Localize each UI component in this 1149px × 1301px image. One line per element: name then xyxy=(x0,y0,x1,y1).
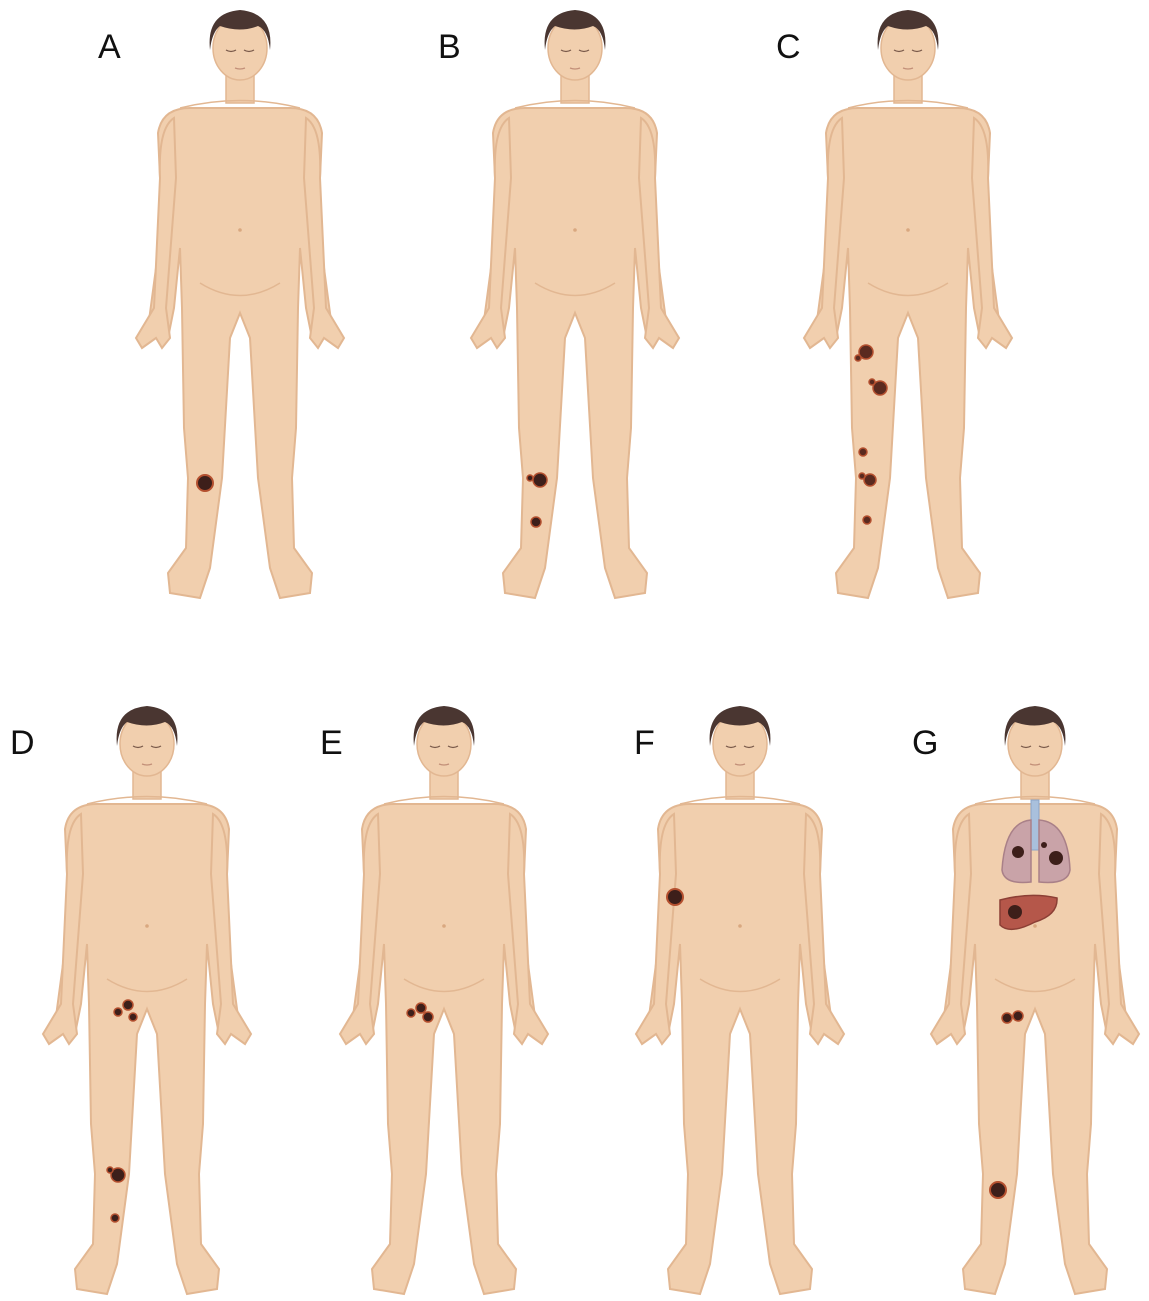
figure-b xyxy=(471,10,679,598)
figure-f xyxy=(636,706,844,1294)
figure-e xyxy=(340,706,548,1294)
figure-c xyxy=(804,10,1012,598)
figure-a xyxy=(136,10,344,598)
figure-g xyxy=(931,706,1139,1294)
lesion-f-arm-metastasis xyxy=(667,889,683,905)
figure-d xyxy=(43,706,251,1294)
lesion-a-primary xyxy=(197,475,213,491)
